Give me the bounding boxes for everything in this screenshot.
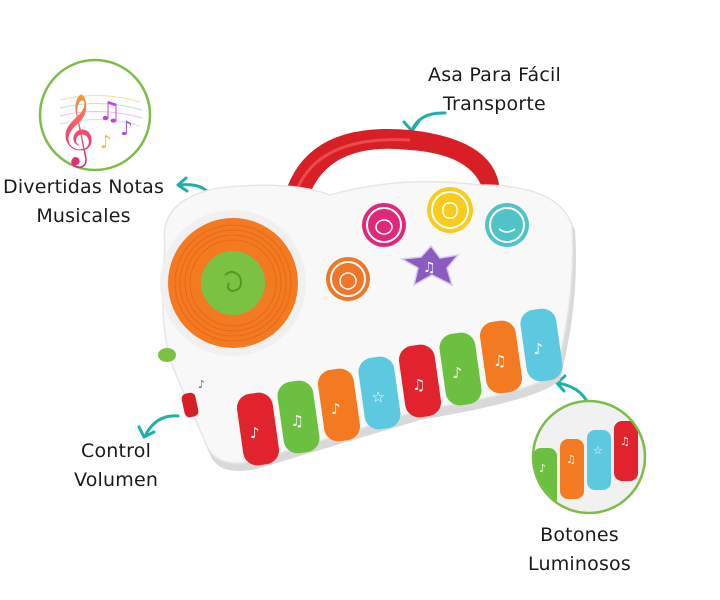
turntable-center-button[interactable] bbox=[201, 251, 265, 315]
key-note-icon: ♪ bbox=[331, 400, 341, 418]
svg-text:♪: ♪ bbox=[198, 378, 205, 391]
callout-handle: Asa Para Fácil Transporte bbox=[428, 61, 561, 119]
closeup-key: ♫ bbox=[614, 421, 638, 481]
closeup-ring bbox=[531, 399, 647, 515]
piano-key[interactable]: ♪ bbox=[519, 307, 565, 383]
svg-text:♪: ♪ bbox=[539, 462, 546, 475]
callout-handle-line1: Asa Para Fácil bbox=[428, 64, 561, 86]
notes-ring bbox=[38, 58, 152, 172]
volume-switch[interactable] bbox=[181, 392, 200, 418]
key-note-icon: ♪ bbox=[453, 364, 463, 382]
piano-key[interactable]: ♪ bbox=[235, 391, 281, 467]
key-note-icon: ♫ bbox=[493, 352, 506, 370]
green-toggle[interactable] bbox=[158, 348, 176, 362]
closeup-key: ☆ bbox=[587, 430, 611, 490]
piano-key[interactable]: ☆ bbox=[357, 355, 403, 431]
arrow-volume bbox=[143, 414, 180, 438]
double-note-icon: ♫ bbox=[98, 97, 121, 127]
arrow-volume-head bbox=[137, 425, 156, 439]
callout-volume-line1: Control bbox=[81, 440, 152, 462]
callout-notes-line1: Divertidas Notas bbox=[3, 176, 165, 198]
callout-volume-line2: Volumen bbox=[74, 469, 159, 491]
svg-text:♫: ♫ bbox=[620, 435, 630, 448]
piano-key[interactable]: ♫ bbox=[397, 343, 443, 419]
closeup-key: ♫ bbox=[560, 439, 584, 499]
callout-handle-line2: Transporte bbox=[443, 93, 546, 115]
arrow-buttons-head bbox=[555, 374, 567, 393]
callout-buttons: Botones Luminosos bbox=[528, 521, 631, 579]
piano-key[interactable]: ♫ bbox=[478, 319, 524, 395]
callout-notes: Divertidas Notas Musicales bbox=[3, 173, 164, 231]
callout-buttons-line2: Luminosos bbox=[528, 553, 631, 575]
sheep-button[interactable] bbox=[326, 257, 370, 301]
piano-key[interactable]: ♪ bbox=[316, 367, 362, 443]
small-note-icon: ♪ bbox=[100, 132, 112, 153]
piano-key[interactable]: ♪ bbox=[438, 331, 484, 407]
svg-text:☆: ☆ bbox=[593, 444, 603, 457]
frog-button[interactable] bbox=[485, 203, 529, 247]
key-note-icon: ♫ bbox=[291, 412, 304, 430]
key-note-icon: ♪ bbox=[250, 424, 260, 442]
treble-clef-icon: 𝄞 bbox=[58, 92, 95, 168]
svg-text:♫: ♫ bbox=[423, 260, 436, 276]
key-note-icon: ☆ bbox=[372, 388, 385, 406]
callout-volume: Control Volumen bbox=[74, 437, 158, 495]
piano-keys: ♪ ♫ ♪ ☆ ♫ ♪ ♫ ♪ bbox=[235, 307, 565, 467]
callout-notes-line2: Musicales bbox=[36, 205, 131, 227]
giraffe-button[interactable] bbox=[427, 187, 473, 233]
eighth-note-icon: ♪ bbox=[120, 116, 133, 140]
arrow-notes-head bbox=[176, 176, 189, 193]
callout-buttons-line1: Botones bbox=[540, 524, 619, 546]
svg-text:♫: ♫ bbox=[566, 453, 576, 466]
music-star-button[interactable]: ♫ bbox=[399, 244, 460, 287]
key-note-icon: ♫ bbox=[412, 376, 425, 394]
piano-key[interactable]: ♫ bbox=[276, 379, 322, 455]
duck-button[interactable] bbox=[362, 203, 406, 247]
key-note-icon: ♪ bbox=[534, 340, 544, 358]
